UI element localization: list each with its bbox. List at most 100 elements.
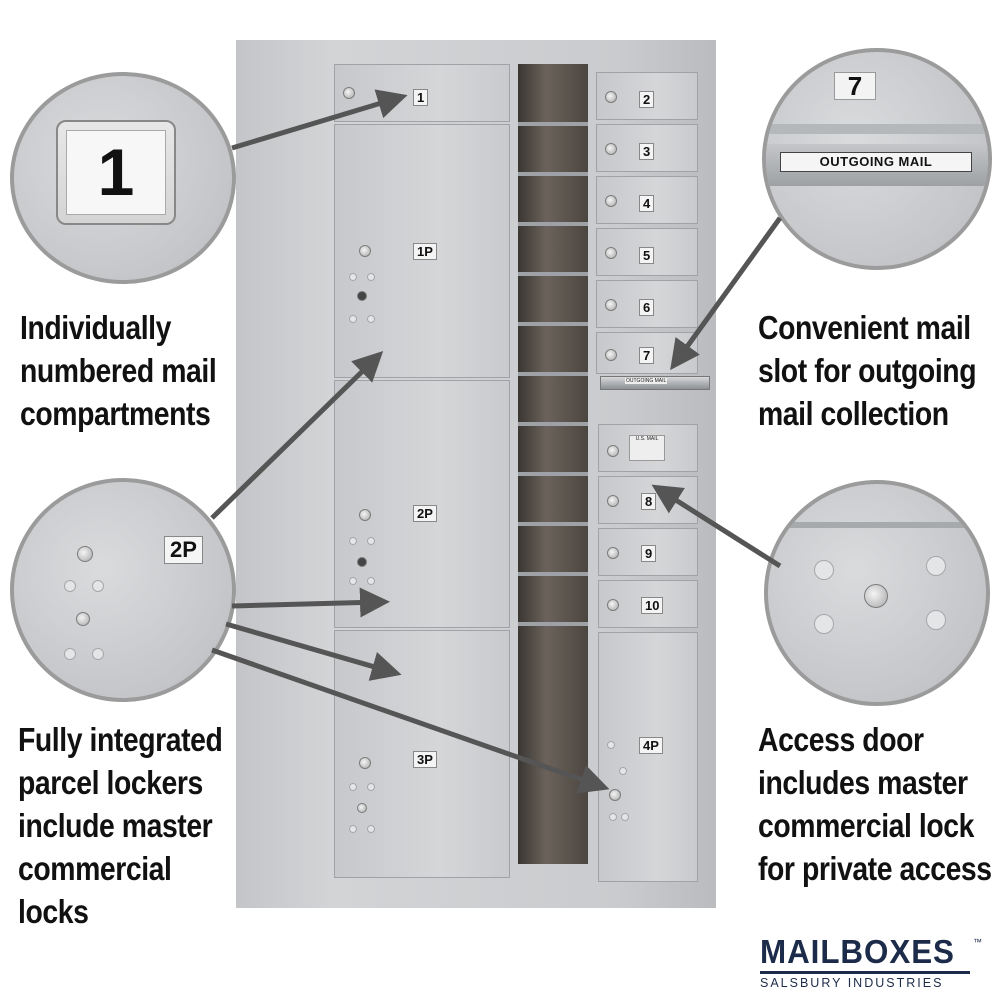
door-bottom-edge xyxy=(766,124,988,134)
rivet-icon xyxy=(349,577,357,585)
rivet-icon xyxy=(621,813,629,821)
arrow-to-access-door xyxy=(651,484,782,569)
lock-icon xyxy=(605,143,617,155)
lock-icon xyxy=(76,612,90,626)
caption-line: numbered mail xyxy=(20,352,217,389)
rivet-icon xyxy=(349,825,357,833)
shelf xyxy=(518,622,588,626)
shelf xyxy=(518,372,588,376)
door-number-label: 1 xyxy=(413,89,429,106)
lock-icon xyxy=(357,291,367,301)
door-number-label: 5 xyxy=(639,247,655,264)
zoom-circle-access-lock xyxy=(764,480,990,706)
door-number-label: 7 xyxy=(639,347,655,364)
zoom-circle-number: 1 xyxy=(10,72,236,284)
parcel-label: 4P xyxy=(639,737,663,754)
lock-icon xyxy=(343,87,355,99)
caption-access-door: Access door includes master commercial l… xyxy=(758,718,992,890)
shelf xyxy=(518,472,588,476)
parcel-label: 2P xyxy=(164,536,203,564)
arrow-to-parcel-1p xyxy=(210,351,384,520)
trademark-symbol: ™ xyxy=(973,937,982,947)
outgoing-slot-label: OUTGOING MAIL xyxy=(625,378,668,384)
shelf xyxy=(518,572,588,576)
door-3: 3 xyxy=(596,124,698,172)
arrow-to-door-1 xyxy=(231,89,408,151)
lock-icon xyxy=(605,195,617,207)
usps-mail-plate: U.S. MAIL xyxy=(629,435,665,461)
rivet-icon xyxy=(607,741,615,749)
rivet-icon xyxy=(349,537,357,545)
master-lock-icon xyxy=(609,789,621,801)
caption-line: Individually xyxy=(20,309,171,346)
door-number-label: 3 xyxy=(639,143,655,160)
lock-icon xyxy=(607,547,619,559)
arrow-to-parcel-4p xyxy=(211,647,610,794)
lock-icon xyxy=(607,445,619,457)
shelf xyxy=(518,322,588,326)
parcel-locker-2p: 2P xyxy=(334,380,510,628)
door-number-label: 6 xyxy=(639,299,655,316)
rivet-icon xyxy=(814,614,834,634)
caption-line: compartments xyxy=(20,395,211,432)
number-plate: 1 xyxy=(56,120,176,225)
master-lock-icon xyxy=(864,584,888,608)
parcel-locker-4p: 4P xyxy=(598,632,698,882)
parcel-label: 1P xyxy=(413,243,437,260)
brand-name: MAILBOXES xyxy=(760,933,955,970)
door-edge xyxy=(768,522,986,528)
rivet-icon xyxy=(367,825,375,833)
lock-icon xyxy=(607,495,619,507)
rivet-icon xyxy=(64,648,76,660)
brand-rule xyxy=(760,971,970,974)
door-5: 5 xyxy=(596,228,698,276)
arrow-to-parcel-3p xyxy=(225,621,402,681)
door-1: 1 xyxy=(334,64,510,122)
caption-line: locks xyxy=(18,893,89,930)
caption-line: mail collection xyxy=(758,395,949,432)
caption-numbered-compartments: Individually numbered mail compartments xyxy=(20,306,217,435)
rivet-icon xyxy=(92,580,104,592)
outgoing-mail-label: OUTGOING MAIL xyxy=(780,152,972,172)
rivet-icon xyxy=(926,610,946,630)
caption-line: slot for outgoing xyxy=(758,352,977,389)
number-plate-inner xyxy=(66,130,166,215)
door-2: 2 xyxy=(596,72,698,120)
lock-icon xyxy=(357,557,367,567)
usps-mail-text: U.S. MAIL xyxy=(635,436,659,442)
rivet-icon xyxy=(609,813,617,821)
parcel-locker-3p: 3P xyxy=(334,630,510,878)
rivet-icon xyxy=(926,556,946,576)
lock-icon xyxy=(605,247,617,259)
lock-icon xyxy=(605,91,617,103)
rivet-icon xyxy=(367,537,375,545)
number-plate-text: 1 xyxy=(97,135,135,209)
caption-line: includes master xyxy=(758,764,968,801)
lock-icon xyxy=(359,757,371,769)
door-number-label: 4 xyxy=(639,195,655,212)
lock-icon xyxy=(605,349,617,361)
lock-icon xyxy=(605,299,617,311)
caption-line: for private access xyxy=(758,850,992,887)
rivet-icon xyxy=(814,560,834,580)
parcel-locker-1p: 1P xyxy=(334,124,510,378)
door-10: 10 xyxy=(598,580,698,628)
shelf xyxy=(518,222,588,226)
usps-access-door: U.S. MAIL xyxy=(598,424,698,472)
shelf xyxy=(518,522,588,526)
shelf xyxy=(518,172,588,176)
door-number-label: 10 xyxy=(641,597,664,614)
door-4: 4 xyxy=(596,176,698,224)
outgoing-mail-slot: OUTGOING MAIL xyxy=(600,376,710,390)
rivet-icon xyxy=(367,315,375,323)
brand-subtitle: SALSBURY INDUSTRIES xyxy=(760,976,944,990)
lock-icon xyxy=(607,599,619,611)
open-interior xyxy=(518,64,588,864)
zoom-circle-outgoing: 7 OUTGOING MAIL xyxy=(762,48,992,270)
caption-line: parcel lockers xyxy=(18,764,203,801)
door-6: 6 xyxy=(596,280,698,328)
caption-line: Access door xyxy=(758,721,924,758)
lock-icon xyxy=(357,803,367,813)
parcel-label: 2P xyxy=(413,505,437,522)
